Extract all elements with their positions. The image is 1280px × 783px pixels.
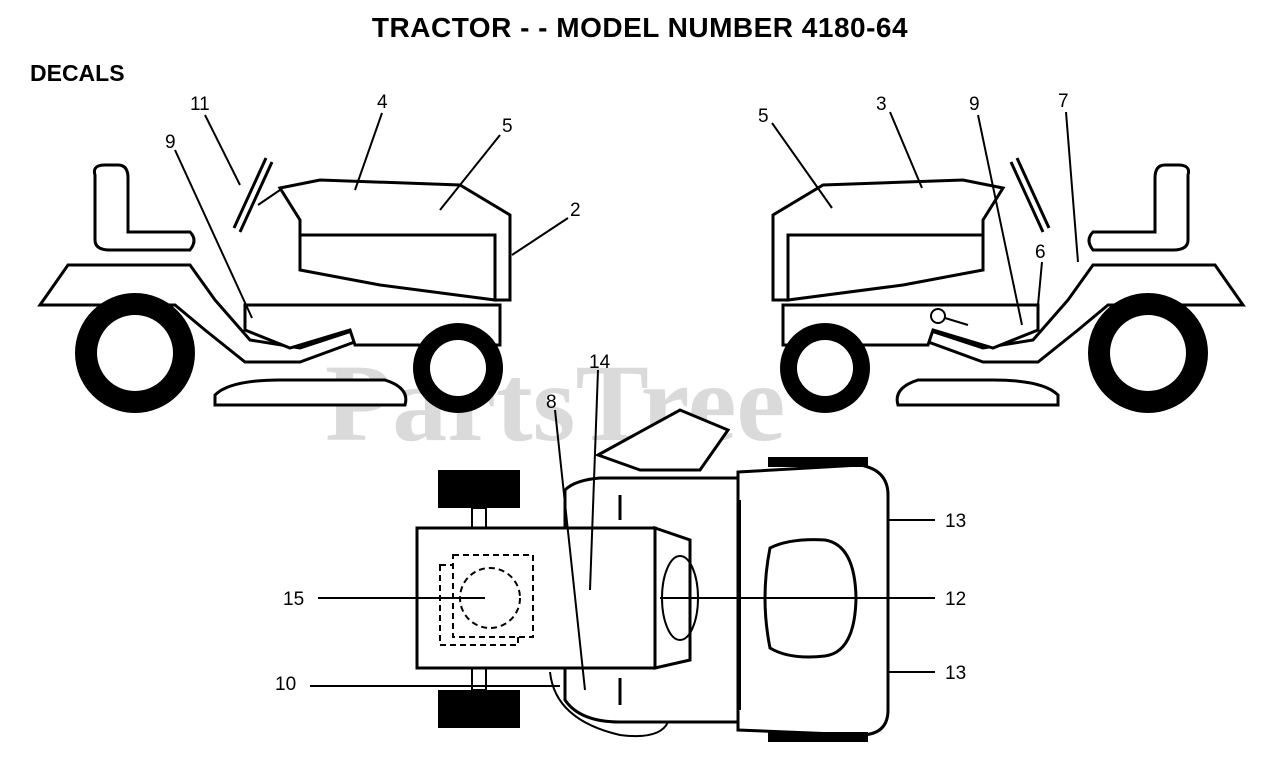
tractor-right-view: [771, 157, 1246, 413]
ignition-key: [930, 308, 946, 324]
callout-label: 11: [190, 94, 210, 115]
callout-line: [554, 409, 586, 691]
callout-label: 10: [275, 674, 296, 695]
callout-label: 2: [570, 200, 581, 221]
rear-tire-top: [438, 470, 520, 508]
callout-line: [1037, 261, 1043, 306]
callout-line: [977, 114, 1023, 326]
deck-edge: [549, 671, 669, 738]
callout-line: [439, 134, 501, 211]
right-callouts: 5 3 9 7 6: [758, 91, 1079, 326]
hood-grille: [786, 233, 985, 302]
rear-hub-right: [1110, 315, 1186, 391]
callout-label: 7: [1058, 91, 1069, 112]
front-tire-top: [768, 457, 868, 467]
ignition-key-blade: [944, 317, 969, 326]
hood: [277, 178, 512, 302]
callout-label: 9: [969, 94, 980, 115]
section-heading: DECALS: [30, 60, 125, 86]
left-callouts: 11 4 5 9 2: [165, 92, 581, 319]
seat: [93, 163, 196, 252]
callout-line: [589, 369, 599, 591]
callout-label: 3: [876, 94, 887, 115]
callout-line: [771, 122, 833, 209]
mower-deck-left: [213, 378, 408, 407]
page-title: TRACTOR - - MODEL NUMBER 4180-64: [371, 12, 909, 43]
mower-deck-right: [895, 378, 1060, 407]
callout-line: [889, 111, 923, 189]
hood: [771, 178, 1006, 302]
callout-line: [354, 112, 383, 191]
callout-label: 6: [1035, 242, 1046, 263]
callout-line: [511, 217, 569, 256]
callout-label: 9: [165, 132, 176, 153]
hood-grille: [298, 233, 497, 302]
steering-wheel: [1009, 157, 1051, 233]
callout-label: 13: [945, 663, 966, 684]
steering-wheel: [232, 157, 274, 233]
rear-hub-left: [97, 315, 173, 391]
front-hub-right: [797, 340, 853, 396]
callout-label: 12: [945, 589, 966, 610]
callout-line: [1065, 111, 1079, 263]
decal-outline-back: [439, 564, 519, 646]
top-callouts: 14 8 13 15 12 10 13: [275, 352, 966, 695]
callout-label: 5: [502, 116, 513, 137]
callout-label: 13: [945, 511, 966, 532]
callout-label: 4: [377, 92, 388, 113]
tractor-left-view: [37, 157, 512, 413]
callout-label: 8: [546, 392, 557, 413]
rear-tire-bottom: [438, 690, 520, 728]
steering-column: [257, 189, 281, 206]
callout-label: 14: [589, 352, 611, 373]
callout-line: [204, 114, 241, 186]
callout-label: 15: [283, 589, 304, 610]
callout-line: [174, 149, 253, 319]
front-hub-left: [430, 340, 486, 396]
front-tire-bottom: [768, 732, 868, 742]
callout-label: 5: [758, 106, 769, 127]
steering-wheel-top: [594, 408, 731, 472]
seat: [1087, 163, 1190, 252]
